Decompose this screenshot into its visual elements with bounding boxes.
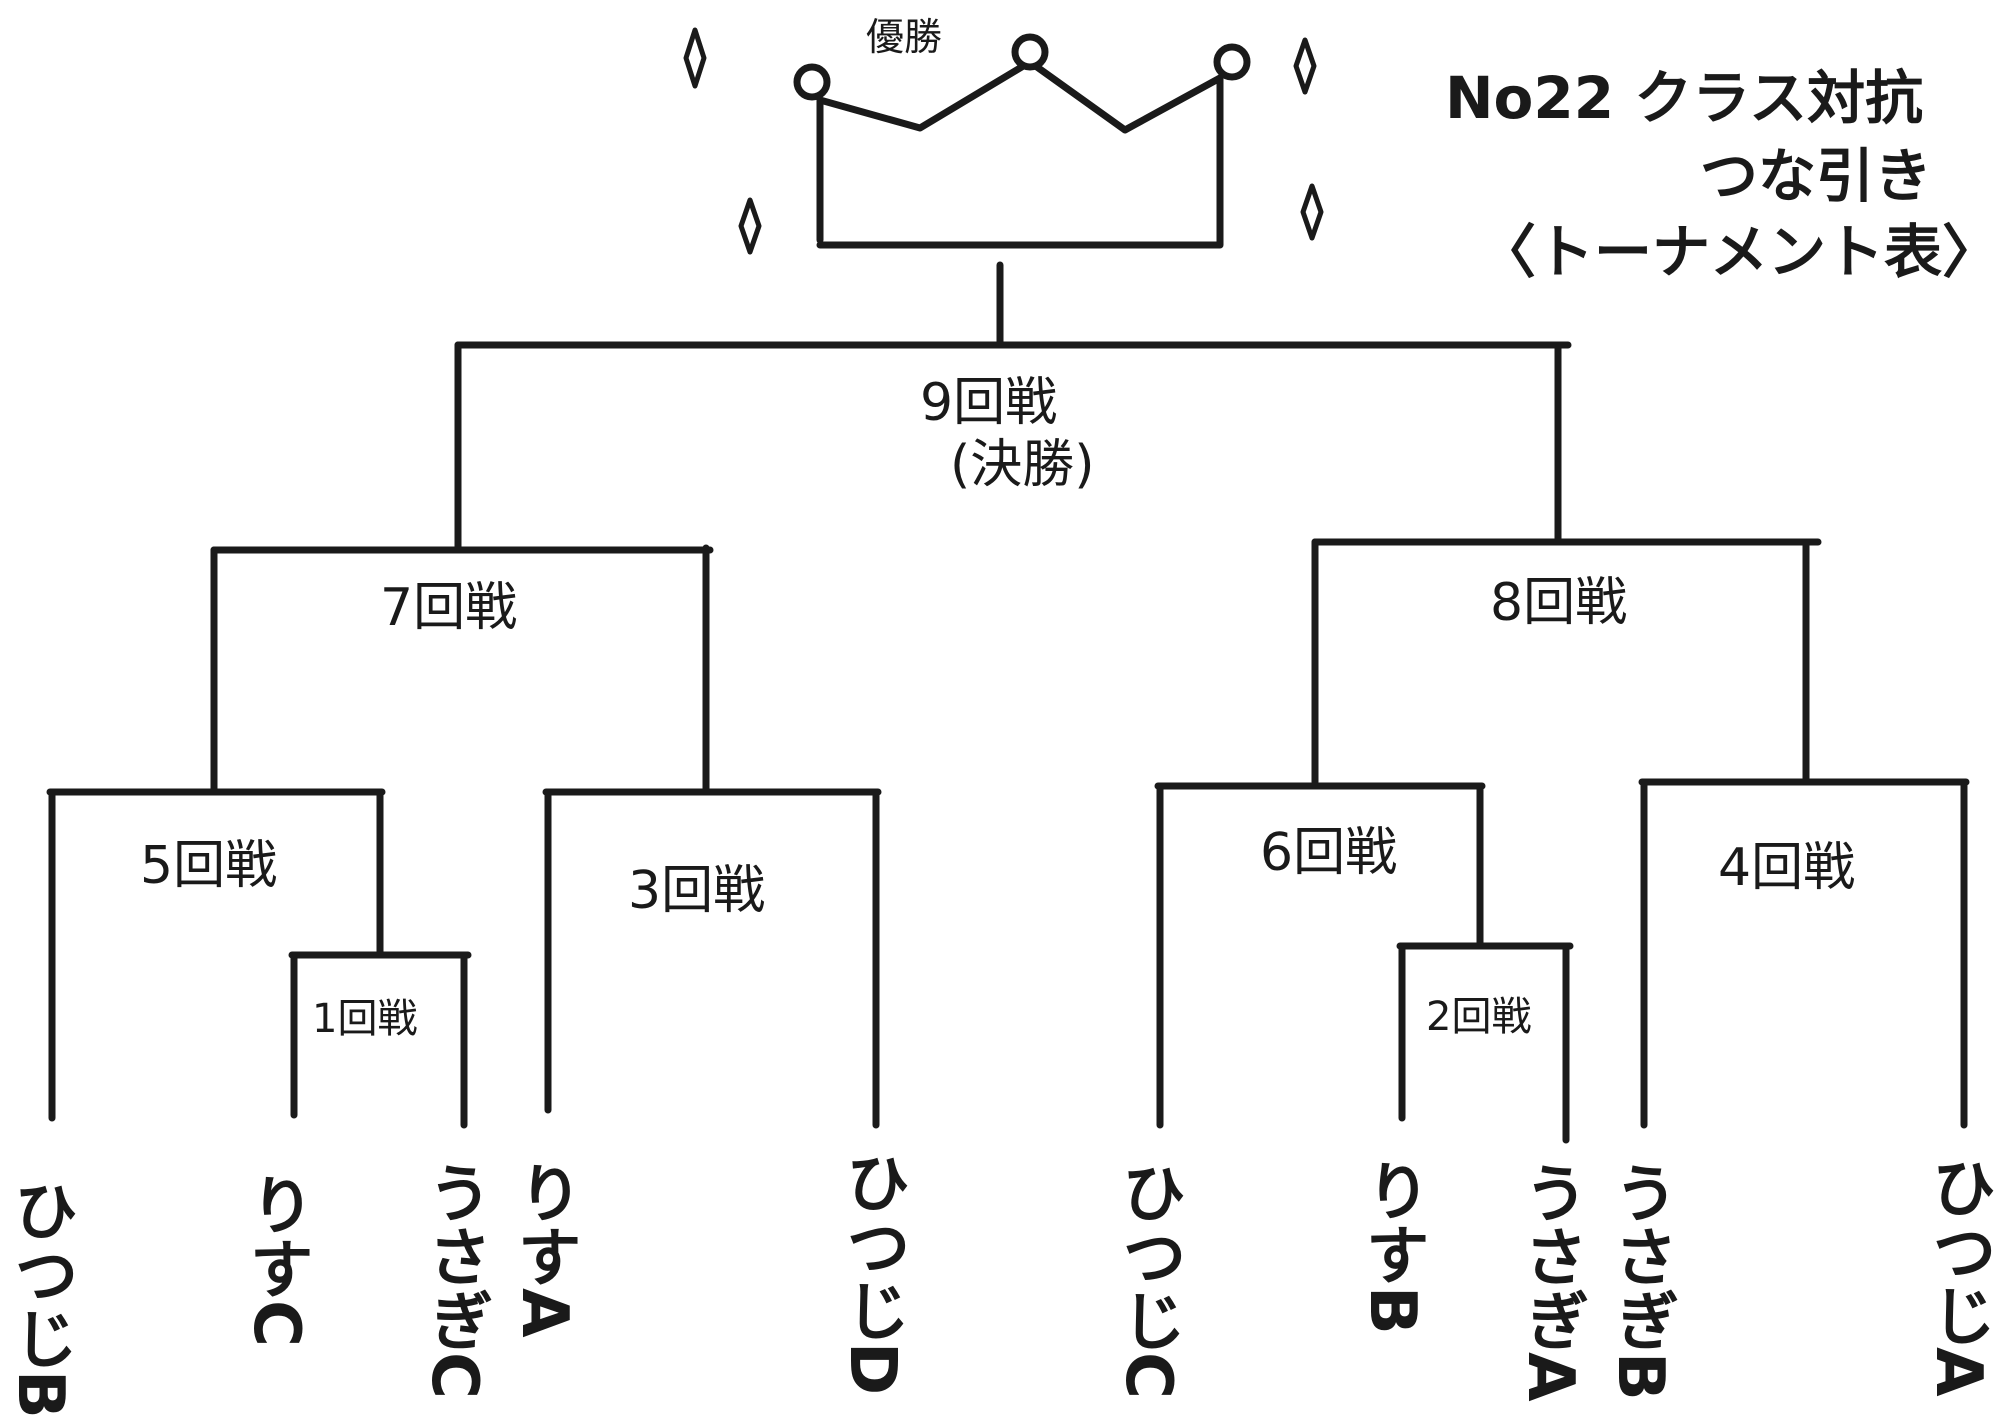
bracket-round-9 xyxy=(454,261,1572,552)
team-name: ひつじC xyxy=(1111,1160,1185,1399)
round-label-2: 2回戦 xyxy=(1426,994,1531,1040)
sparkle-icon xyxy=(1293,37,1317,95)
team-name: ひつじA xyxy=(1921,1155,1995,1397)
round-label-7: 7回戦 xyxy=(380,578,517,638)
team-name: りすA xyxy=(507,1160,581,1338)
round-label-5: 5回戦 xyxy=(140,836,277,896)
title-line-1: No22 クラス対抗 xyxy=(1445,64,1923,132)
champion-label: 優勝 xyxy=(866,15,942,59)
bracket-round-4 xyxy=(1638,778,1970,1129)
page-title: No22 クラス対抗 つな引き 〈トーナメント表〉 xyxy=(1445,64,2000,286)
crown-icon xyxy=(793,33,1251,249)
team-name: うさぎB xyxy=(1603,1160,1677,1401)
bracket-round-6 xyxy=(1154,782,1486,1129)
bracket-round-8 xyxy=(1311,538,1822,786)
sparkle-icon xyxy=(1300,183,1324,241)
bracket-round-7 xyxy=(210,544,714,796)
team-name: りすB xyxy=(1355,1158,1429,1335)
team-name: りすC xyxy=(239,1172,313,1347)
title-line-3: 〈トーナメント表〉 xyxy=(1478,218,2000,286)
round-label-9-sub: (決勝) xyxy=(950,435,1095,495)
sparkle-icon xyxy=(683,27,707,89)
team-name: うさぎA xyxy=(1513,1160,1587,1402)
title-line-2: つな引き xyxy=(1700,142,1932,210)
round-label-8: 8回戦 xyxy=(1490,573,1627,633)
bracket-round-5 xyxy=(46,788,386,1122)
team-name: うさぎC xyxy=(417,1160,491,1399)
round-label-6: 6回戦 xyxy=(1260,823,1397,883)
bracket-round-2 xyxy=(1396,942,1574,1144)
bracket-round-1 xyxy=(288,951,472,1129)
round-label-4: 4回戦 xyxy=(1718,838,1855,898)
team-name: ひつじB xyxy=(3,1178,77,1416)
team-list: ひつじB りすC うさぎC りすA ひつじD ひつじC りすB うさぎA うさぎ… xyxy=(3,1150,1995,1419)
round-label-1: 1回戦 xyxy=(312,996,417,1042)
round-label-3: 3回戦 xyxy=(628,861,765,921)
bracket-round-3 xyxy=(542,788,882,1129)
team-name: ひつじD xyxy=(835,1150,909,1395)
round-label-9: 9回戦 xyxy=(920,373,1057,433)
sparkle-icon xyxy=(738,197,762,255)
